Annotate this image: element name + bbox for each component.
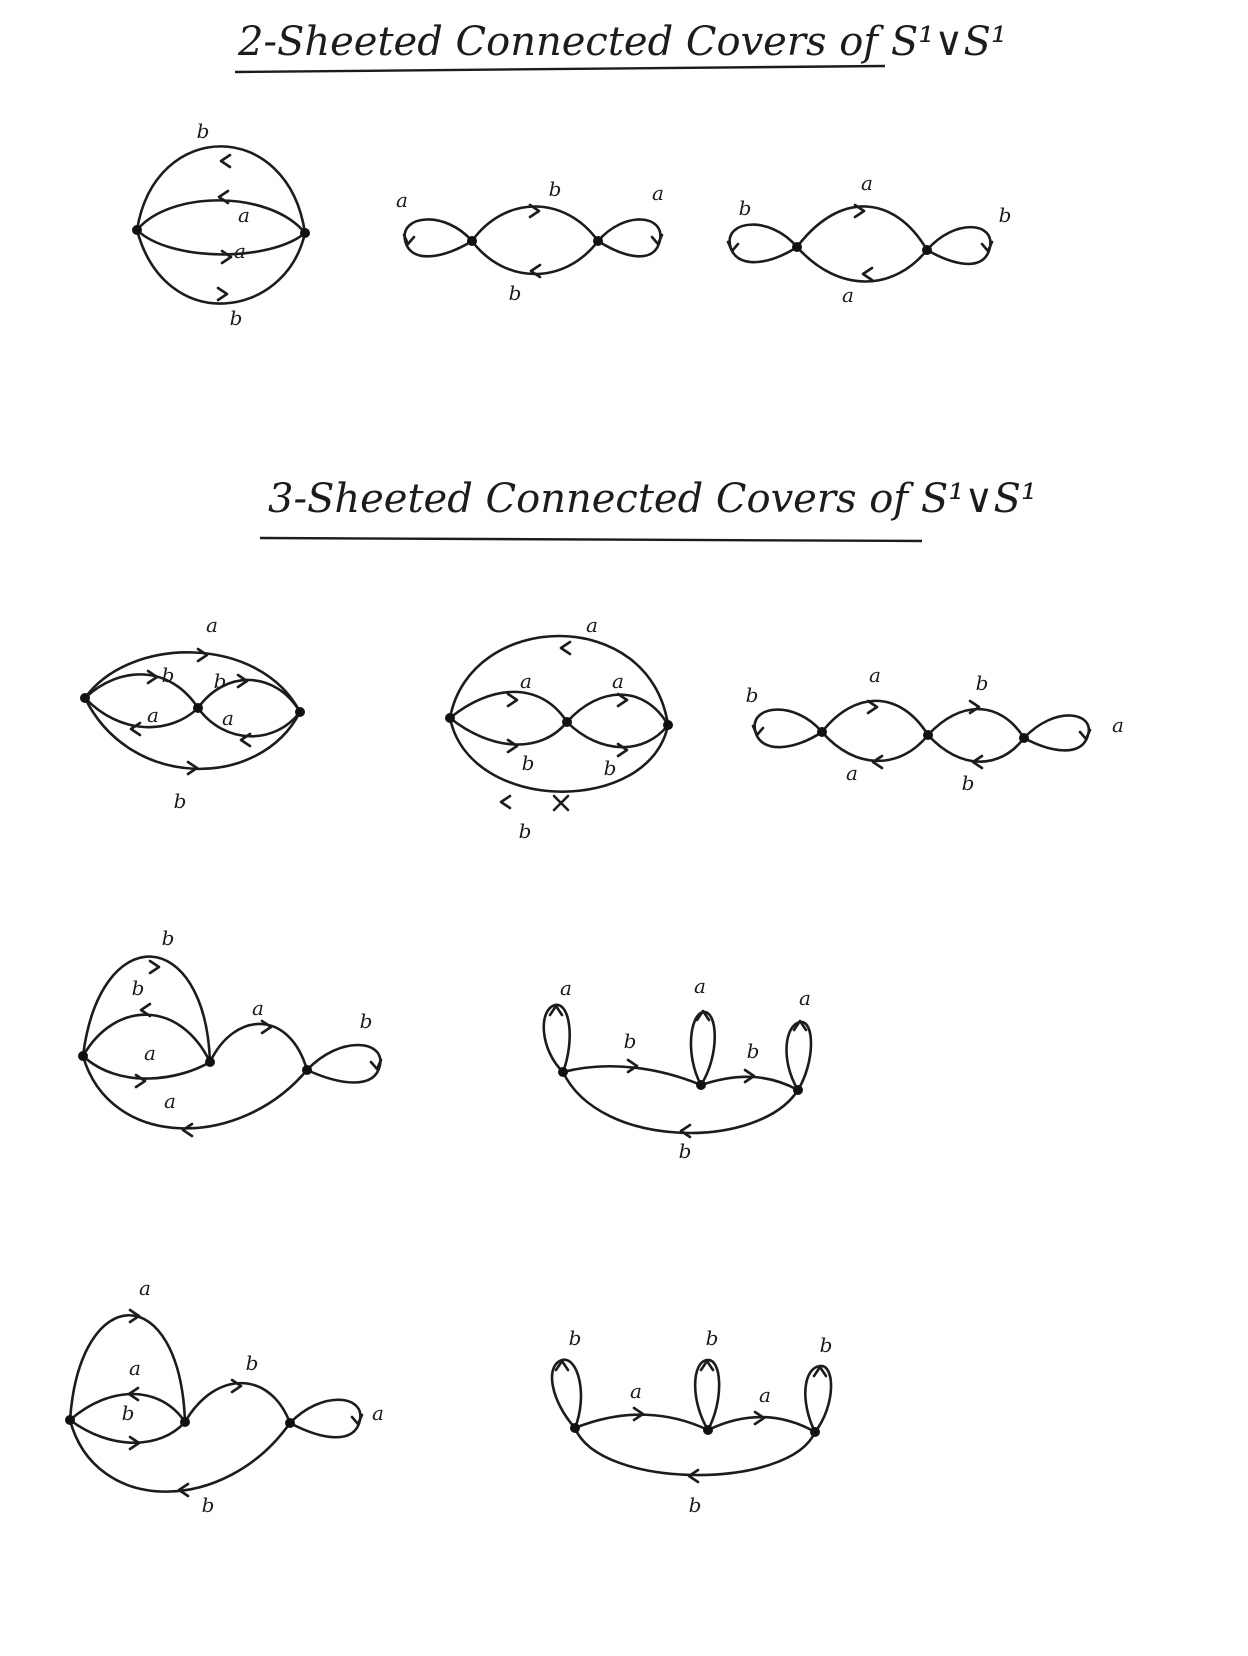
vertex bbox=[295, 707, 305, 717]
cover-3-sheet-1: a b b a a b bbox=[80, 613, 305, 813]
edge-label: b bbox=[522, 751, 535, 775]
vertex bbox=[558, 1067, 568, 1077]
edge-label: b bbox=[706, 1326, 719, 1350]
edge-label: a bbox=[129, 1356, 141, 1380]
vertex bbox=[793, 1085, 803, 1095]
edge-label: b bbox=[624, 1029, 637, 1053]
edge-label: b bbox=[569, 1326, 582, 1350]
edge-label: b bbox=[509, 281, 522, 305]
edge-label: b bbox=[820, 1333, 833, 1357]
edge-label: b bbox=[999, 203, 1012, 227]
edge-label: b bbox=[174, 789, 187, 813]
edge-label: a bbox=[759, 1383, 771, 1407]
edge-label: a bbox=[139, 1276, 151, 1300]
vertex bbox=[445, 713, 455, 723]
vertex bbox=[80, 693, 90, 703]
edge-label: a bbox=[372, 1401, 384, 1425]
vertex bbox=[562, 717, 572, 727]
edge-label: b bbox=[747, 1039, 760, 1063]
edge-label: a bbox=[147, 703, 159, 727]
cover-3-sheet-2: a a a b b b bbox=[445, 613, 673, 843]
cover-3-sheet-6: a a b b a b bbox=[65, 1276, 384, 1517]
vertex bbox=[205, 1057, 215, 1067]
edge-label: a bbox=[520, 669, 532, 693]
edge-label: b bbox=[230, 306, 243, 330]
cover-2-sheet-theta: b a a b bbox=[132, 119, 310, 330]
vertex bbox=[78, 1051, 88, 1061]
section-title-2-sheeted: 2-Sheeted Connected Covers of S¹∨S¹ bbox=[237, 19, 1007, 65]
edge-label: a bbox=[612, 669, 624, 693]
edge-label: b bbox=[132, 976, 145, 1000]
vertex bbox=[593, 236, 603, 246]
edge-label: a bbox=[846, 761, 858, 785]
vertex bbox=[922, 245, 932, 255]
edge-label: b bbox=[246, 1351, 259, 1375]
edge-label: a bbox=[252, 996, 264, 1020]
edge-label: a bbox=[842, 283, 854, 307]
edge-label: b bbox=[519, 819, 532, 843]
edge-label: a bbox=[234, 239, 246, 263]
edge-label: a bbox=[630, 1379, 642, 1403]
vertex bbox=[285, 1418, 295, 1428]
vertex bbox=[65, 1415, 75, 1425]
vertex bbox=[923, 730, 933, 740]
vertex bbox=[817, 727, 827, 737]
edge-label: b bbox=[962, 771, 975, 795]
vertex bbox=[703, 1425, 713, 1435]
edge-label: a bbox=[861, 171, 873, 195]
vertex bbox=[810, 1427, 820, 1437]
edge-label: a bbox=[586, 613, 598, 637]
vertex bbox=[467, 236, 477, 246]
edge-b-outer-top bbox=[135, 145, 307, 235]
cover-2-sheet-loops-a: a b a b bbox=[396, 177, 664, 305]
section-title-3-sheeted: 3-Sheeted Connected Covers of S¹∨S¹ bbox=[268, 476, 1037, 522]
vertex bbox=[663, 720, 673, 730]
cover-3-sheet-7: b b b a a b bbox=[550, 1326, 833, 1517]
title-underline-3-sheeted bbox=[259, 536, 923, 543]
cover-2-sheet-loops-b: b a b a bbox=[726, 171, 1012, 307]
cover-3-sheet-3: b a b a a b bbox=[746, 663, 1124, 795]
edge-label: b bbox=[202, 1493, 215, 1517]
edge-label: a bbox=[652, 181, 664, 205]
vertex bbox=[792, 242, 802, 252]
cover-3-sheet-4: b b a a b a bbox=[78, 926, 383, 1138]
edge-label: b bbox=[689, 1493, 702, 1517]
vertex bbox=[1019, 733, 1029, 743]
edge-label: a bbox=[560, 976, 572, 1000]
edge-label: b bbox=[162, 926, 175, 950]
edge-label: a bbox=[1112, 713, 1124, 737]
edge-label: a bbox=[869, 663, 881, 687]
edge-label: b bbox=[122, 1401, 135, 1425]
edge-label: a bbox=[396, 188, 408, 212]
title-underline-2-sheeted bbox=[234, 64, 886, 74]
edge-label: a bbox=[694, 974, 706, 998]
vertex bbox=[193, 703, 203, 713]
edge-label: b bbox=[604, 756, 617, 780]
edge-label: a bbox=[238, 203, 250, 227]
edge-label: b bbox=[549, 177, 562, 201]
vertex bbox=[132, 225, 142, 235]
vertex bbox=[180, 1417, 190, 1427]
edge-label: b bbox=[214, 669, 227, 693]
edge-label: b bbox=[739, 196, 752, 220]
vertex bbox=[570, 1423, 580, 1433]
vertex bbox=[696, 1080, 706, 1090]
edge-label: a bbox=[222, 706, 234, 730]
edge-label: b bbox=[360, 1009, 373, 1033]
edge-label: b bbox=[976, 671, 989, 695]
edge-label: b bbox=[679, 1139, 692, 1163]
edge-label: b bbox=[746, 683, 759, 707]
edge-label: a bbox=[164, 1089, 176, 1113]
cover-3-sheet-5: a a a b b b bbox=[542, 974, 813, 1163]
edge-label: a bbox=[206, 613, 218, 637]
edge-label: a bbox=[144, 1041, 156, 1065]
edge-label: b bbox=[162, 663, 175, 687]
vertex bbox=[300, 228, 310, 238]
vertex bbox=[302, 1065, 312, 1075]
edge-label: b bbox=[197, 119, 210, 143]
edge-label: a bbox=[799, 986, 811, 1010]
